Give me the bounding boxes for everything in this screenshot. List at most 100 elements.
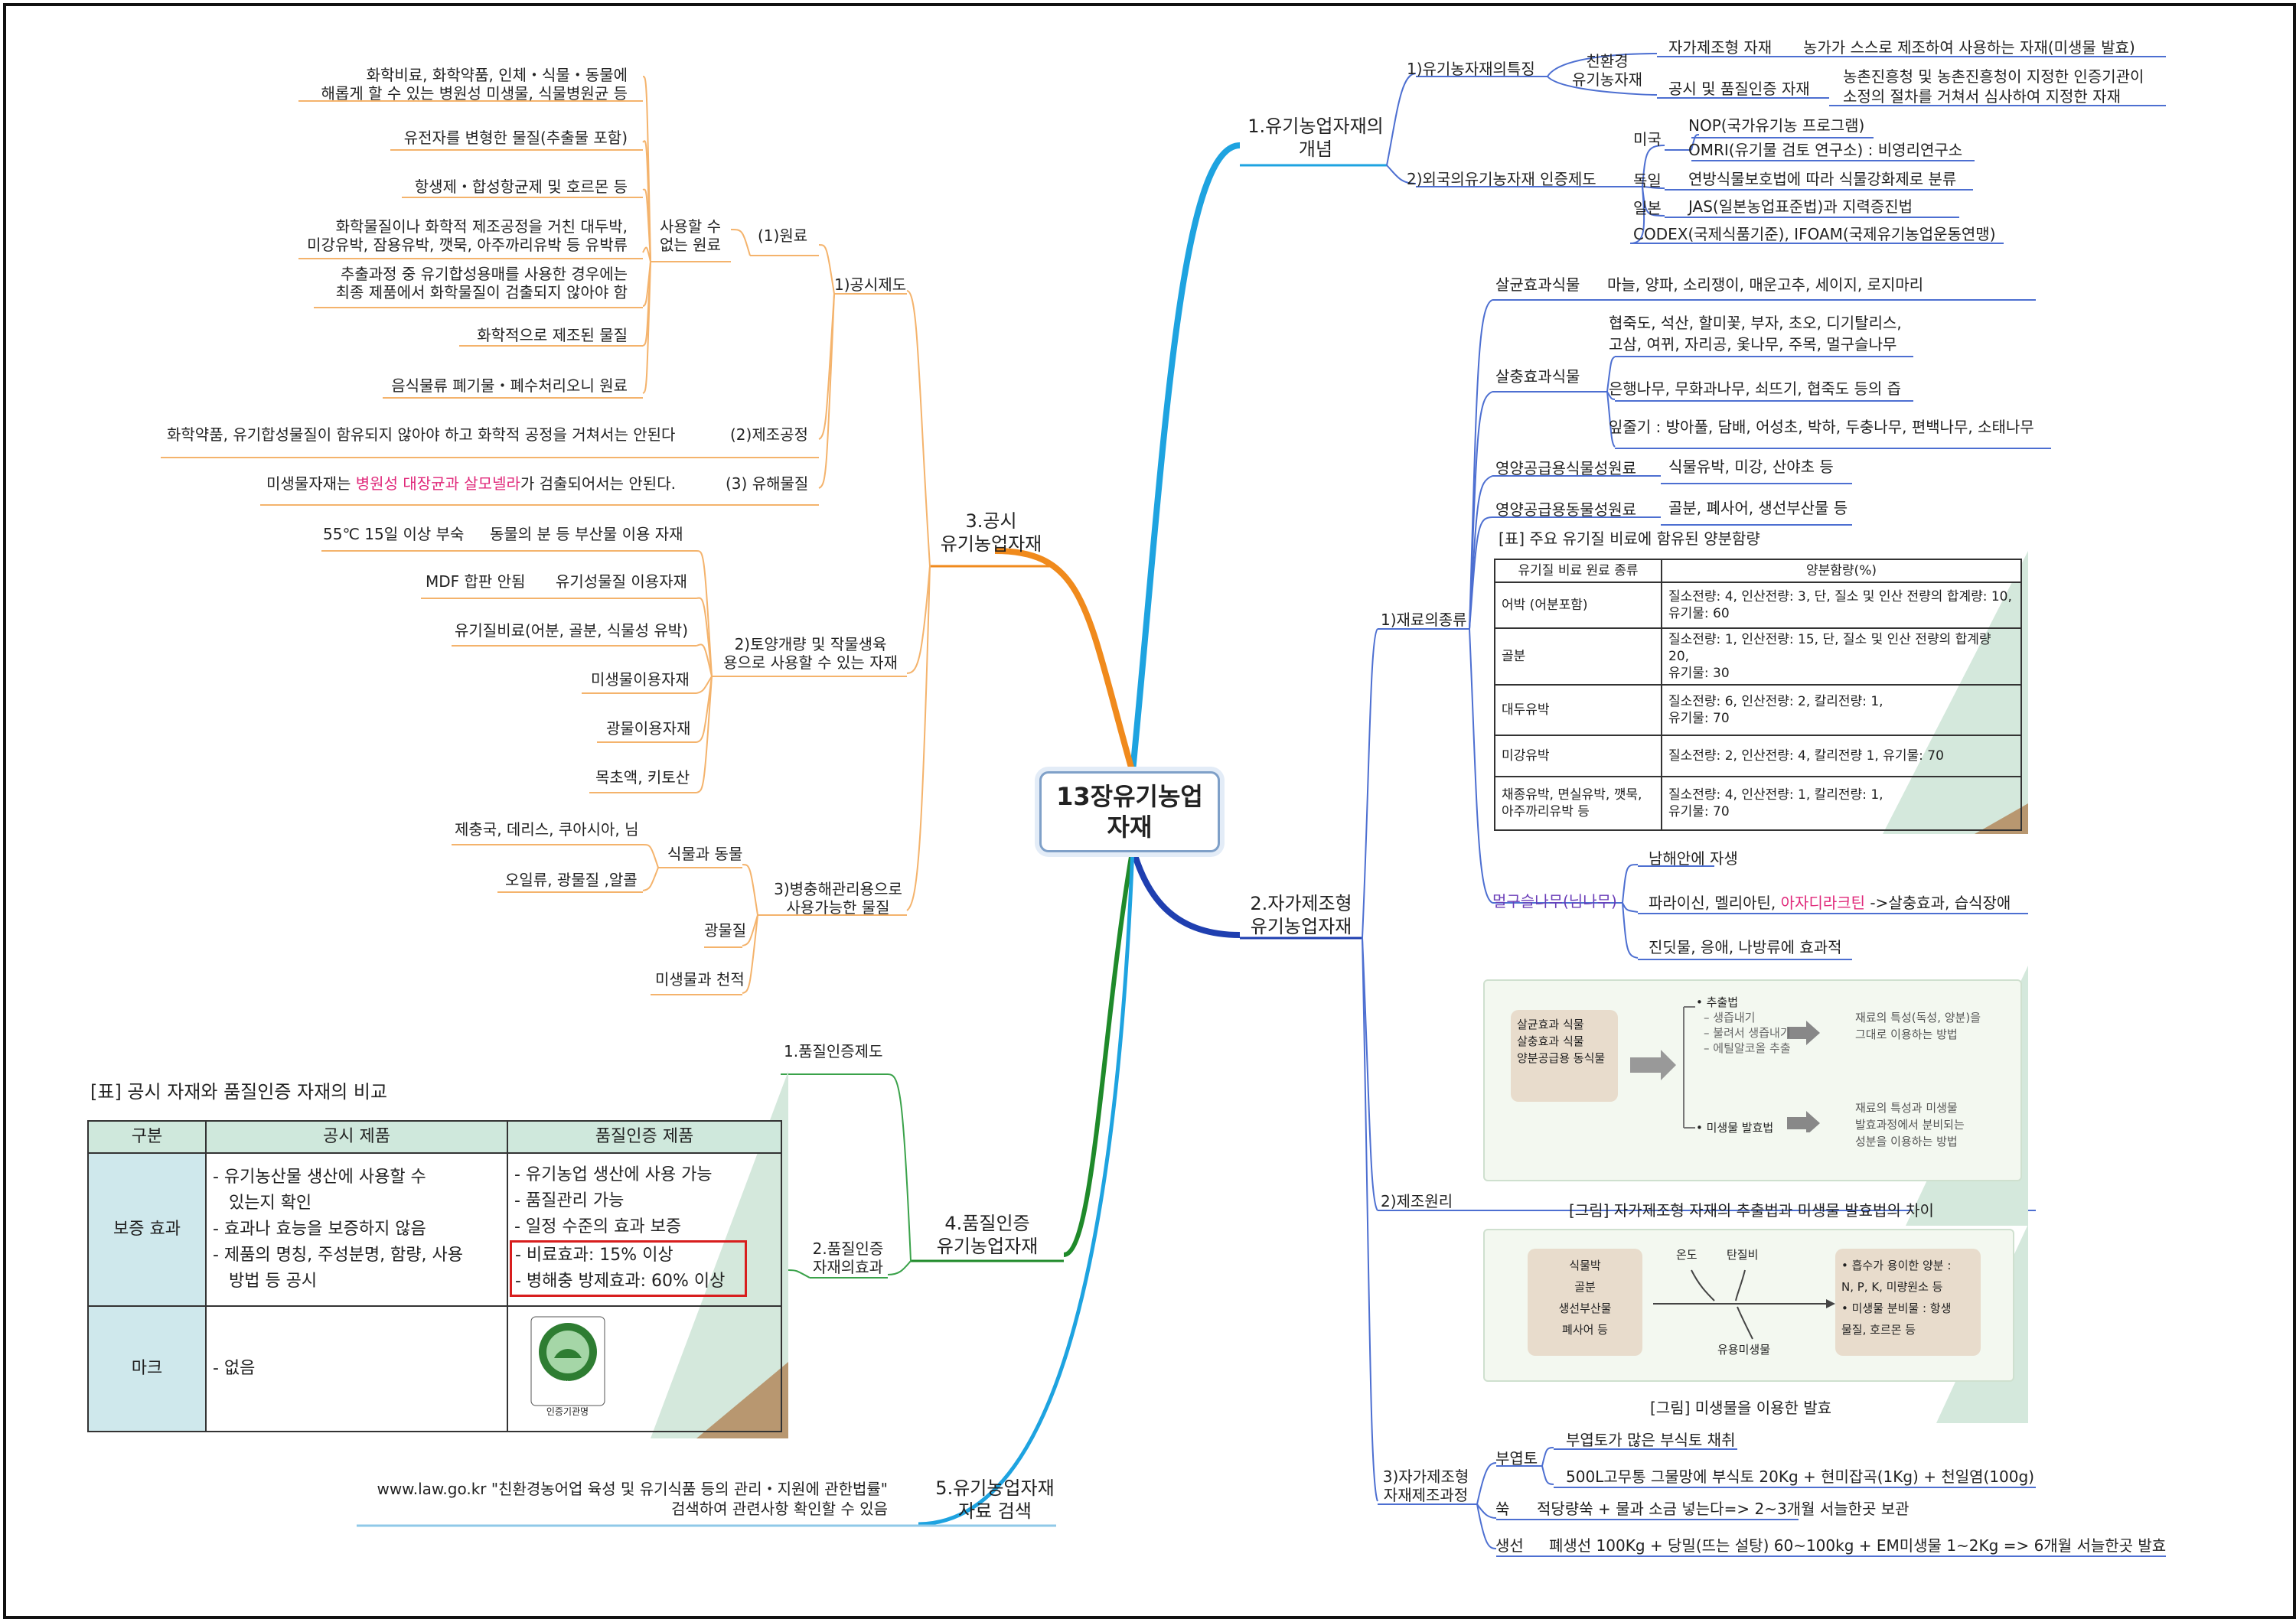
b3-process[interactable]: (2)제조공정 xyxy=(730,425,808,444)
b1-s1-sub-line2: 유기농자재 xyxy=(1572,70,1642,89)
branch-3-title-line1: 3.공시 xyxy=(965,510,1017,532)
b2-buyeop[interactable]: 부엽토 xyxy=(1495,1449,1538,1468)
table-cell: 질소전량: 4, 인산전량: 1, 칼리전량: 1,유기물: 70 xyxy=(1661,776,2022,831)
b2-fig1-m2: • 미생물 발효법 xyxy=(1696,1121,1774,1135)
b3-soil-2[interactable]: 유기성물질 이용자재 xyxy=(556,572,687,591)
b2-buyeop-b: 500L고무통 그물망에 부식토 20Kg + 현미잡곡(1Kg) + 천일염(… xyxy=(1566,1468,2035,1486)
list-item: - 효과나 효능을 보증하지 않음 xyxy=(213,1220,426,1239)
b2-fig1-source-3: 양분공급용 동식물 xyxy=(1517,1051,1606,1065)
b2-meolgu[interactable]: 멀구슬나무(님나무) xyxy=(1492,892,1617,910)
b3-soil-5[interactable]: 광물이용자재 xyxy=(606,719,691,738)
b3-s3-line2: 사용가능한 물질 xyxy=(786,898,890,917)
b3-harm-pre: 미생물자재는 xyxy=(266,474,356,493)
list-item: - 병해충 방제효과: 60% 이상 xyxy=(515,1272,726,1291)
branch-4-title[interactable]: 4.품질인증 유기농업자재 xyxy=(911,1212,1064,1258)
b2-salchung-v4: 잎줄기 : 방아풀, 담배, 어성초, 박하, 두충나무, 편백나무, 소태나무 xyxy=(1609,418,2034,436)
branch-2-title[interactable]: 2.자가제조형 유기농업자재 xyxy=(1240,892,1362,938)
b3-plants-a: 제충국, 데리스, 쿠아시아, 님 xyxy=(455,820,639,839)
table-row: 보증 효과 - 유기농산물 생산에 사용할 수 있는지 확인 - 효과나 효능을… xyxy=(87,1152,782,1307)
certification-mark-label: 인증기관명 xyxy=(546,1406,589,1417)
b2-ssuk[interactable]: 쑥 xyxy=(1495,1500,1510,1518)
b2-s3-line1: 3)자가제조형 xyxy=(1382,1468,1469,1486)
b1-de[interactable]: 독일 xyxy=(1633,171,1662,190)
b3-notuse[interactable]: 사용할 수 없는 원료 xyxy=(652,217,729,254)
branch-1-title-line1: 1.유기농업자재의 xyxy=(1247,116,1384,137)
b2-fig2-right-2: N, P, K, 미량원소 등 xyxy=(1841,1280,1943,1294)
b1-self-made[interactable]: 자가제조형 자재 xyxy=(1668,38,1773,57)
b3-mineral[interactable]: 광물질 xyxy=(704,921,747,940)
b1-s1-sub[interactable]: 친환경 유기농자재 xyxy=(1569,52,1645,89)
b2-fig1-r2c: 성분을 이용하는 방법 xyxy=(1855,1135,1958,1148)
table-cell: 미강유박 xyxy=(1494,735,1662,777)
b1-us[interactable]: 미국 xyxy=(1633,130,1662,148)
b3-s2-line2: 용으로 사용할 수 있는 자재 xyxy=(723,653,898,672)
b2-fig2-tansobi: 탄질비 xyxy=(1727,1248,1759,1262)
branch-1-title-line2: 개념 xyxy=(1298,138,1333,160)
b2-salgyun[interactable]: 살균효과식물 xyxy=(1495,275,1580,294)
branch-3-title[interactable]: 3.공시 유기농업자재 xyxy=(926,510,1056,555)
table-cell: 친환경유기농자재 품질 인증기관명 xyxy=(507,1305,782,1432)
b2-fig2-right-3: • 미생물 분비물 : 항생 xyxy=(1841,1301,1952,1315)
b1-jp[interactable]: 일본 xyxy=(1633,199,1662,217)
table-cell: 질소전량: 4, 인산전량: 3, 단, 질소 및 인산 전량의 합계량: 10… xyxy=(1661,581,2022,629)
b2-s1-label[interactable]: 1)재료의종류 xyxy=(1381,611,1467,629)
b3-s3-label[interactable]: 3)병충해관리용으로 사용가능한 물질 xyxy=(758,880,918,917)
b1-s1-label[interactable]: 1)유기농자재의특징 xyxy=(1407,60,1535,78)
b2-plant-src-v: 식물유박, 미강, 산야초 등 xyxy=(1668,458,1834,476)
branch-5-title[interactable]: 5.유기농업자재 자료 검색 xyxy=(926,1477,1064,1523)
b3-s1-label[interactable]: 1)공시제도 xyxy=(834,275,907,294)
b2-fig2-left-3: 생선부산물 xyxy=(1558,1301,1612,1315)
b1-certified[interactable]: 공시 및 품질인증 자재 xyxy=(1668,80,1810,98)
b3-item-4-line1: 화학물질이나 화학적 제조공정을 거친 대두박, xyxy=(335,217,628,236)
b2-fish[interactable]: 생선 xyxy=(1495,1536,1524,1555)
b3-soil-3[interactable]: 유기질비료(어분, 골분, 식물성 유박) xyxy=(455,621,688,640)
b2-plant-src[interactable]: 영양공급용식물성원료 xyxy=(1495,459,1636,477)
b2-fig1-m1c: – 에틸알코올 추출 xyxy=(1704,1041,1791,1055)
b1-jp-a: JAS(일본농업표준법)과 지력증진법 xyxy=(1688,197,1913,216)
comparison-table: 구분 공시 제품 품질인증 제품 보증 효과 - 유기농산물 생산에 사용할 수… xyxy=(87,1120,782,1432)
b2-fig1-r2a: 재료의 특성과 미생물 xyxy=(1855,1101,1958,1115)
b3-item-5-line2: 최종 제품에서 화학물질이 검출되지 않아야 함 xyxy=(335,283,628,301)
b2-salchung[interactable]: 살충효과식물 xyxy=(1495,367,1580,386)
b2-fig1-m1b: – 불려서 생즙내기 xyxy=(1704,1026,1791,1040)
b2-animal-src[interactable]: 영양공급용동물성원료 xyxy=(1495,500,1636,519)
b2-buyeop-a: 부엽토가 많은 부식토 채취 xyxy=(1566,1431,1736,1449)
b3-plants[interactable]: 식물과 동물 xyxy=(667,845,743,863)
table-row: 어박 (어분포함) 질소전량: 4, 인산전량: 3, 단, 질소 및 인산 전… xyxy=(1494,581,2022,629)
b3-soil-4[interactable]: 미생물이용자재 xyxy=(591,670,690,689)
b4-s1-label[interactable]: 1.품질인증제도 xyxy=(784,1042,883,1060)
b3-soil-6[interactable]: 목초액, 키토산 xyxy=(595,768,690,787)
b4-s2-label[interactable]: 2.품질인증 자재의효과 xyxy=(801,1239,895,1276)
table-row: 미강유박 질소전량: 2, 인산전량: 4, 칼리전량 1, 유기물: 70 xyxy=(1494,735,2022,777)
table-cell: 질소전량: 1, 인산전량: 15, 단, 질소 및 인산 전량의 합계량 20… xyxy=(1661,627,2022,686)
b3-item-1-line1: 화학비료, 화학약품, 인체・식물・동물에 xyxy=(366,66,628,84)
comparison-header-0: 구분 xyxy=(87,1120,207,1154)
b2-salchung-v1: 협죽도, 석산, 할미꽃, 부자, 초오, 디기탈리스, xyxy=(1609,314,1902,332)
b3-raw[interactable]: (1)원료 xyxy=(758,226,808,245)
certification-mark-icon xyxy=(530,1316,605,1406)
branch-1-title[interactable]: 1.유기농업자재의 개념 xyxy=(1243,115,1388,161)
branch-2-title-line1: 2.자가제조형 xyxy=(1250,893,1352,914)
b2-fig1-r2b: 발효과정에서 분비되는 xyxy=(1855,1118,1965,1132)
b1-s2-label[interactable]: 2)외국의유기농자재 인증제도 xyxy=(1407,170,1596,188)
b2-fish-a: 폐생선 100Kg + 당밀(뜨는 설탕) 60~100kg + EM미생물 1… xyxy=(1549,1536,2167,1555)
b3-s2-label[interactable]: 2)토양개량 및 작물생육 용으로 사용할 수 있는 자재 xyxy=(715,635,906,672)
table-cell-line: 질소전량: 1, 인산전량: 15, 단, 질소 및 인산 전량의 합계량 20… xyxy=(1668,632,1991,664)
table-cell: 질소전량: 6, 인산전량: 2, 칼리전량: 1,유기물: 70 xyxy=(1661,684,2022,736)
b2-s3-label[interactable]: 3)자가제조형 자재제조과정 xyxy=(1378,1468,1474,1504)
b3-harm[interactable]: (3) 유해물질 xyxy=(726,474,809,493)
b2-salgyun-v: 마늘, 양파, 소리쟁이, 매운고추, 세이지, 로지마리 xyxy=(1607,275,1924,294)
b2-s2-label[interactable]: 2)제조원리 xyxy=(1381,1192,1453,1210)
b2-fig1-source-2: 살충효과 식물 xyxy=(1517,1034,1584,1048)
b2-meolgu-c: 진딧물, 응애, 나방류에 효과적 xyxy=(1649,938,1842,956)
b2-fig1-arrows xyxy=(1630,1006,1820,1132)
comparison-header-2: 품질인증 제품 xyxy=(507,1120,782,1154)
b2-table-title: [표] 주요 유기질 비료에 함유된 양분함량 xyxy=(1499,529,1760,548)
b1-codex: CODEX(국제식품기준), IFOAM(국제유기농업운동연맹) xyxy=(1633,225,1996,243)
branch-4-title-line2: 유기농업자재 xyxy=(936,1236,1039,1257)
branch-5-title-line2: 자료 검색 xyxy=(958,1500,1032,1522)
nutrient-table-header-2: 양분함량(%) xyxy=(1661,559,2022,583)
b3-soil-1[interactable]: 동물의 분 등 부산물 이용 자재 xyxy=(490,525,683,543)
b3-microbe[interactable]: 미생물과 천적 xyxy=(655,970,745,989)
